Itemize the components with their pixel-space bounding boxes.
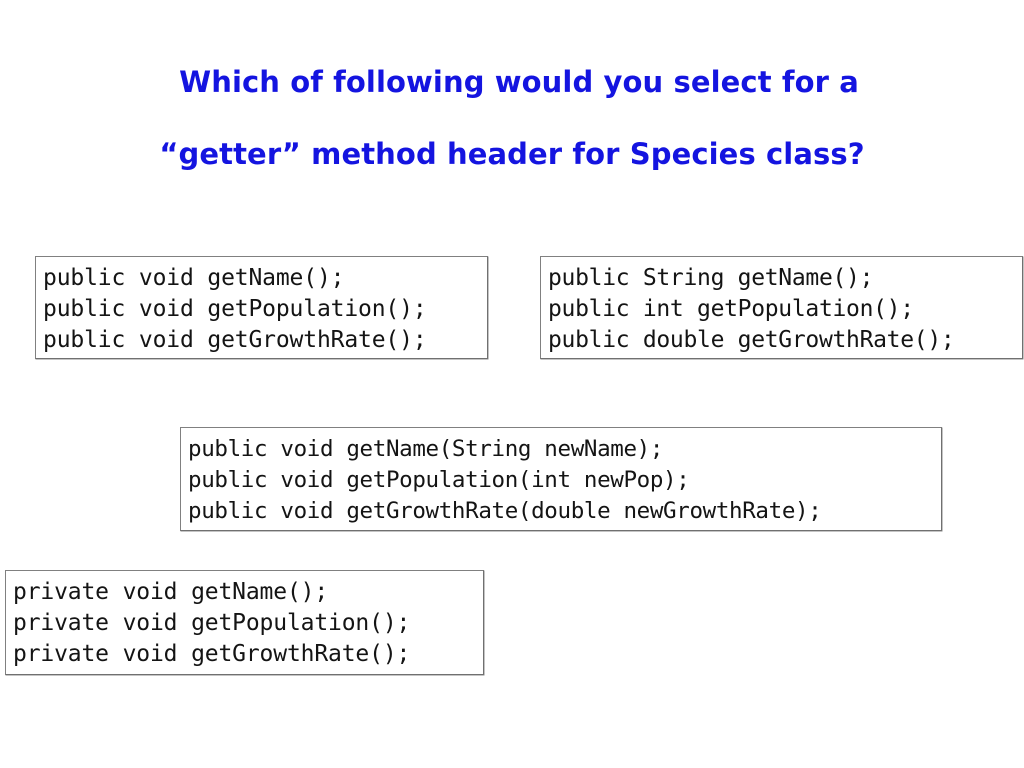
code-line: public double getGrowthRate(); [548,327,955,353]
code-line: public void getPopulation(); [43,296,427,322]
page-title: Which of following would you select for … [112,28,912,208]
code-line: public void getGrowthRate(double newGrow… [188,498,822,524]
page-title-line-2: “getter” method header for Species class… [159,137,865,171]
code-line: private void getName(); [13,579,329,605]
code-line: private void getGrowthRate(); [13,641,411,667]
code-line: public void getName(); [43,265,345,291]
code-line: public void getName(String newName); [188,436,664,462]
code-line: public void getGrowthRate(); [43,327,427,353]
code-line: private void getPopulation(); [13,610,411,636]
answer-option-d[interactable]: private void getName(); private void get… [5,570,484,675]
answer-option-a[interactable]: public void getName(); public void getPo… [35,256,488,359]
code-line: public String getName(); [548,265,874,291]
code-line: public int getPopulation(); [548,296,914,322]
answer-option-b[interactable]: public String getName(); public int getP… [540,256,1023,359]
page-title-line-1: Which of following would you select for … [179,65,859,99]
answer-option-c[interactable]: public void getName(String newName); pub… [180,427,942,531]
code-line: public void getPopulation(int newPop); [188,467,690,493]
